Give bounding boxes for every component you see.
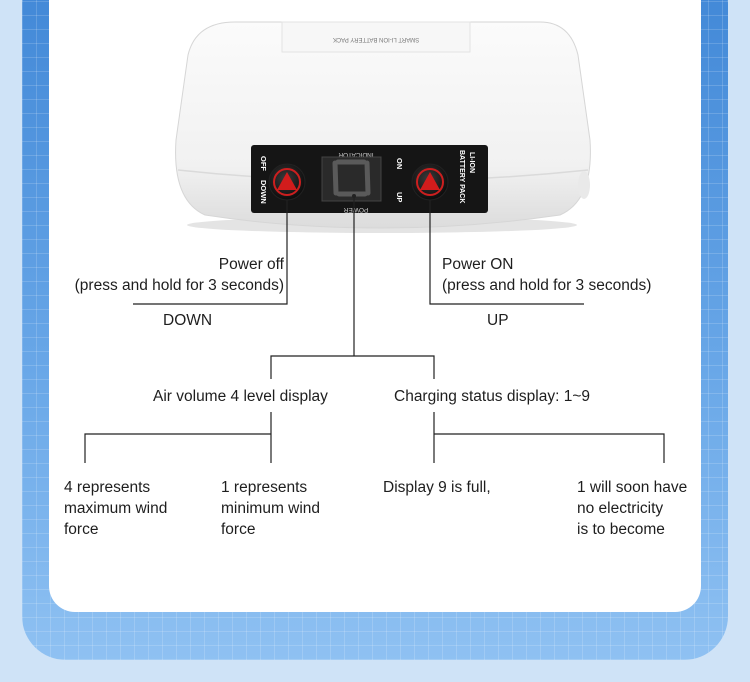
down-button[interactable] [268, 163, 306, 201]
power-on-label: Power ON (press and hold for 3 seconds) [442, 256, 652, 294]
one-represents-label: 1 represents minimum wind force [221, 479, 321, 538]
connector-lines [84, 196, 665, 463]
line-down [133, 200, 288, 305]
on-text: ON [395, 158, 404, 169]
up-text: UP [395, 192, 404, 202]
down-label: DOWN [163, 312, 213, 329]
power-dot [352, 194, 356, 198]
brand-line2: BATTERY PACK [458, 150, 465, 203]
line-up [429, 200, 584, 305]
off-text: OFF [259, 156, 268, 171]
indicator-text: INDICATOR [338, 151, 373, 158]
display-nine-label: Display 9 is full, [383, 479, 491, 496]
line-split [270, 355, 435, 379]
brand-line1: LI-ION [468, 152, 475, 173]
down-text: DOWN [259, 180, 268, 204]
side-port [578, 171, 590, 199]
four-represents-label: 4 represents maximum wind force [64, 479, 168, 538]
display-digit-segments [332, 159, 371, 197]
charging-status-label: Charging status display: 1~9 [394, 388, 591, 405]
line-charging [433, 412, 665, 463]
up-arrow-icon [420, 172, 440, 190]
pack-sticker-text: SMART LI-ION BATTERY PACK [333, 36, 419, 42]
down-arrow-icon [277, 172, 297, 190]
air-volume-label: Air volume 4 level display [153, 388, 328, 405]
up-button[interactable] [411, 163, 449, 201]
line-air-volume [84, 412, 272, 463]
up-label: UP [487, 312, 509, 329]
power-off-label: Power off (press and hold for 3 seconds) [74, 256, 284, 294]
one-will-label: 1 will soon have no electricity is to be… [577, 479, 688, 538]
power-text: POWER [343, 206, 368, 213]
battery-pack: SMART LI-ION BATTERY PACK OFF DOWN INDIC… [175, 21, 591, 233]
pack-sticker [281, 21, 471, 53]
